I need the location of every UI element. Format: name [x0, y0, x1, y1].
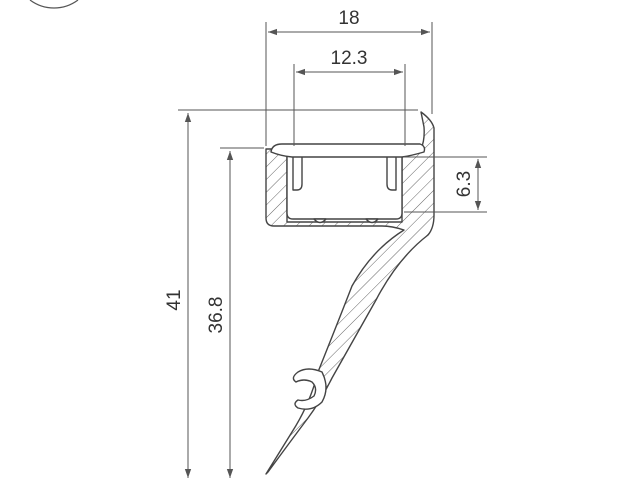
clip-hook — [292, 368, 327, 410]
left-rib — [292, 151, 303, 191]
corner-badge-icon — [29, 0, 79, 9]
base-notch-right — [365, 218, 379, 224]
diffuser-cover — [270, 143, 426, 158]
dim-total-height-label: 41 — [164, 289, 185, 310]
dim-overall-width-label: 18 — [338, 8, 359, 29]
channel-cavity — [286, 151, 403, 220]
dim-channel-depth-label: 6.3 — [454, 171, 475, 197]
base-notch-left — [313, 218, 327, 224]
dim-partial-height-label: 36.8 — [206, 297, 227, 334]
dim-inner-width-label: 12.3 — [331, 48, 368, 69]
right-rib — [386, 151, 397, 191]
profile-body — [265, 111, 435, 475]
